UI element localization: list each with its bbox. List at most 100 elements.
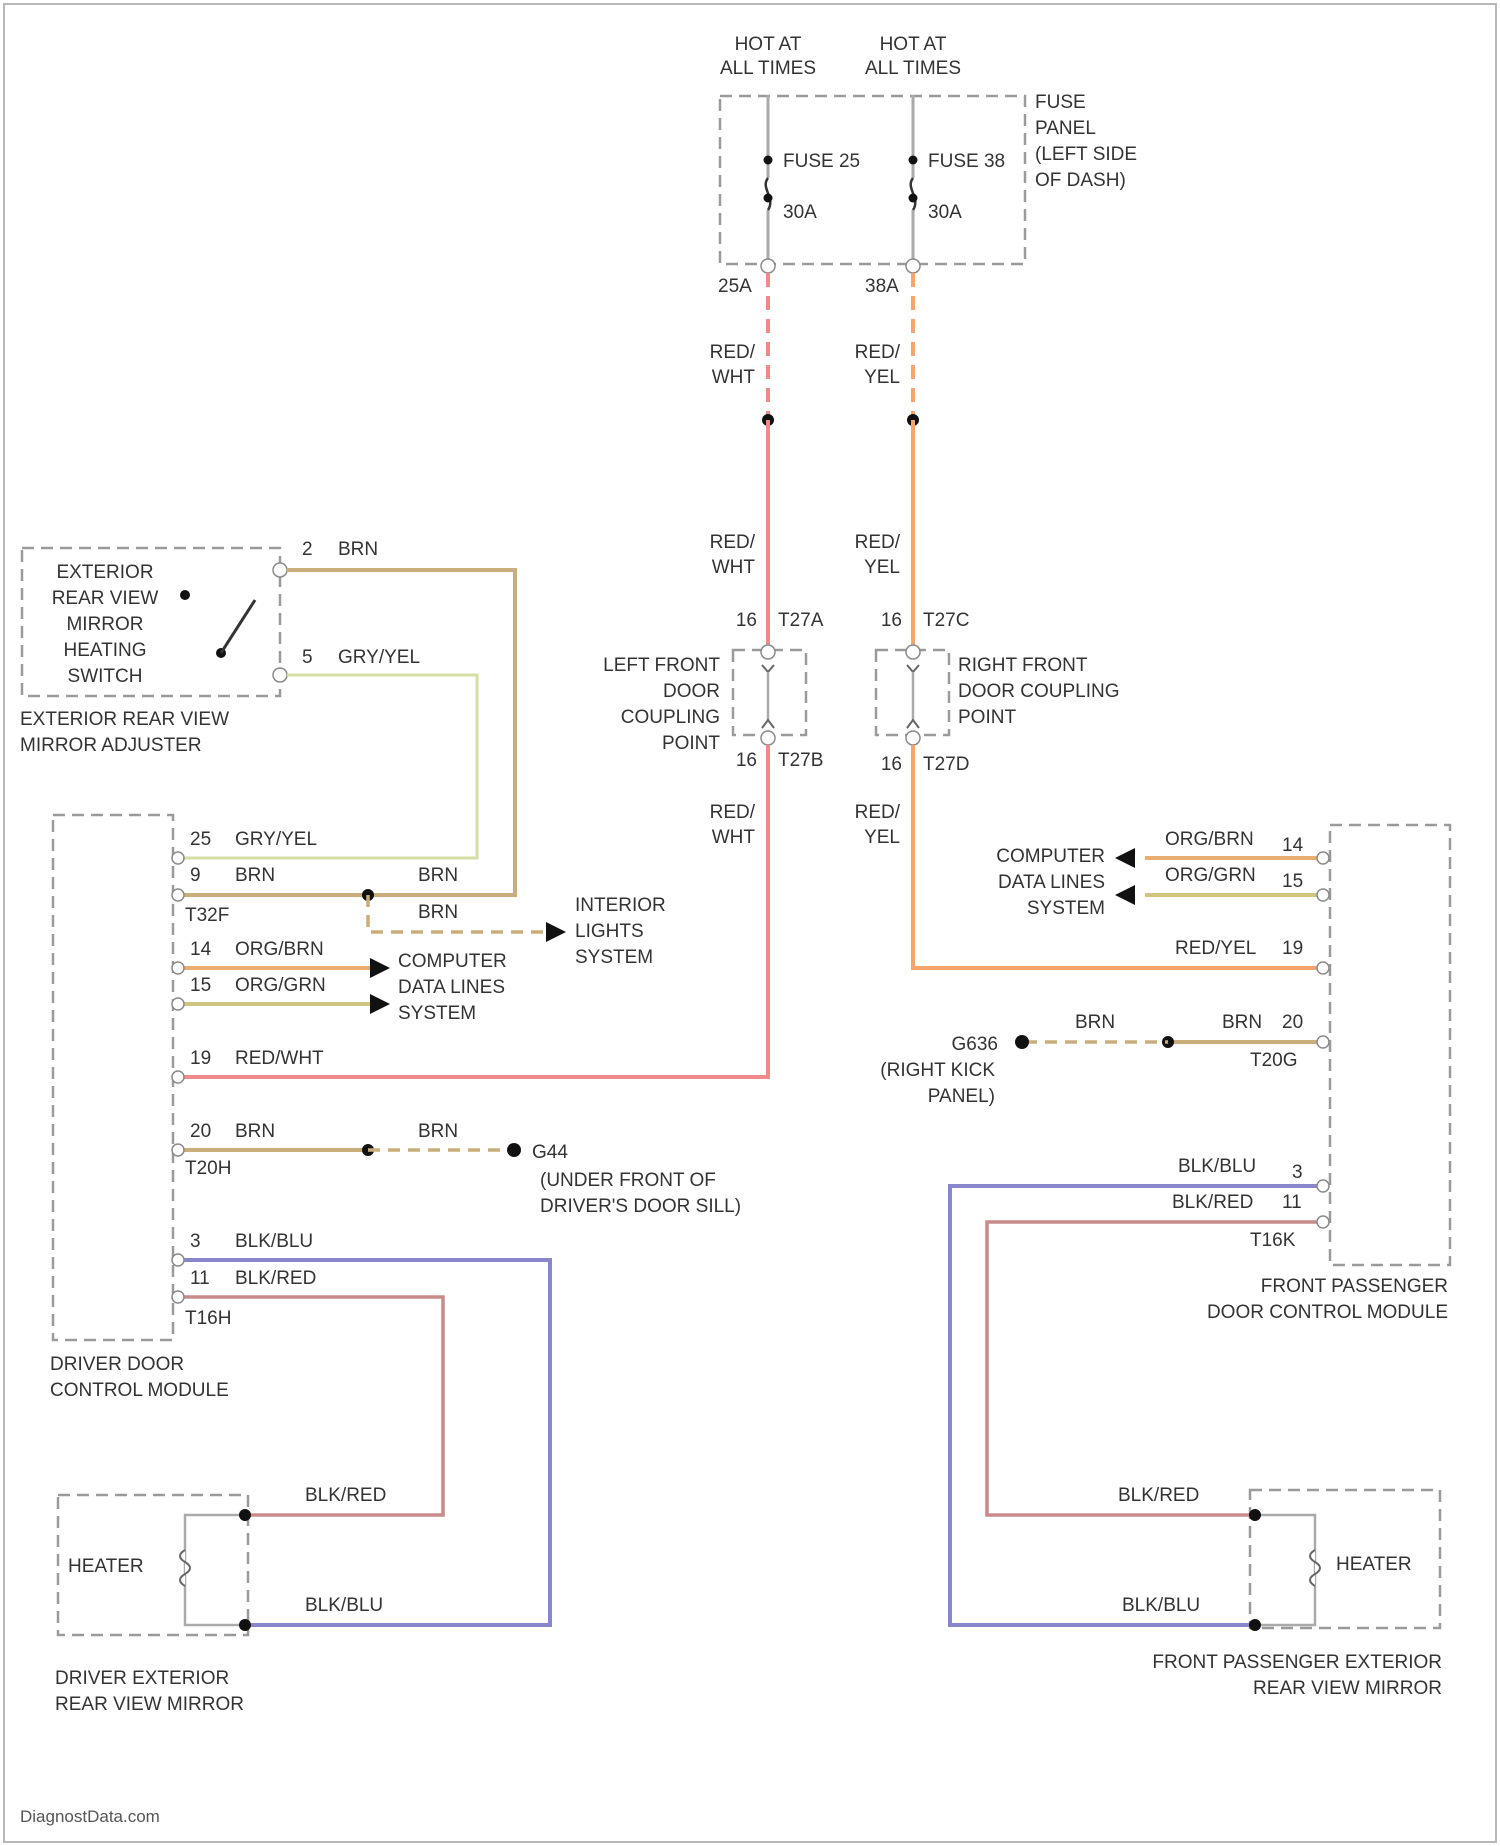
interior-lights-arrow	[546, 922, 566, 942]
driver-pin20-label: 20	[190, 1121, 211, 1142]
driver-org-brn-label: ORG/BRN	[235, 939, 324, 960]
pass-org-brn-label: ORG/BRN	[1165, 829, 1254, 850]
ground-g636-desc-2: PANEL)	[928, 1086, 995, 1107]
blk-blu-wire-driver	[180, 1260, 550, 1625]
driver-pin25-label: 25	[190, 829, 211, 850]
pass-pin3-label: 3	[1292, 1162, 1303, 1183]
pass-heater-coil	[1310, 1550, 1320, 1586]
driver-mirror-label-2: REAR VIEW MIRROR	[55, 1694, 244, 1715]
lf-coupling-chevron-bottom	[762, 720, 774, 728]
fuse-38	[906, 95, 920, 273]
interior-lights-label-1: INTERIOR	[575, 895, 666, 916]
fuse25-dot-bottom	[764, 194, 773, 203]
driver-pin3-label: 3	[190, 1231, 201, 1252]
driver-pin19	[172, 1071, 184, 1083]
driver-pin20	[172, 1144, 184, 1156]
switch-blade	[221, 600, 255, 653]
fuse25-dot-top	[764, 156, 773, 165]
pass-org-grn-label: ORG/GRN	[1165, 865, 1256, 886]
fuse-panel-label-1: FUSE	[1035, 92, 1086, 113]
driver-red-wht-label: RED/WHT	[235, 1048, 324, 1069]
driver-brn20-label: BRN	[235, 1121, 275, 1142]
switch-brn-label: BRN	[338, 539, 378, 560]
brn-wire-switch	[287, 570, 515, 895]
driver-module-label-2: CONTROL MODULE	[50, 1380, 229, 1401]
adjuster-label-2: MIRROR ADJUSTER	[20, 735, 202, 756]
fuse-panel-label-3: (LEFT SIDE	[1035, 144, 1137, 165]
lf-coupling-label-4: POINT	[662, 733, 720, 754]
ground-g636-desc-1: (RIGHT KICK	[880, 1060, 995, 1081]
fuse-panel-label-2: PANEL	[1035, 118, 1096, 139]
cdl-left-label-3: SYSTEM	[398, 1003, 476, 1024]
blk-red-wire-pass	[987, 1222, 1322, 1515]
driver-heater-coil	[180, 1550, 190, 1586]
terminal-38a: 38A	[865, 276, 899, 297]
driver-heater-terminal-bottom	[239, 1619, 251, 1631]
pass-pin14-label: 14	[1282, 835, 1304, 856]
switch-pin2	[273, 563, 287, 577]
driver-pin15-label: 15	[190, 975, 211, 996]
cdl-left-label-1: COMPUTER	[398, 951, 507, 972]
rf-conn-bottom: T27D	[923, 754, 969, 775]
driver-pin11-label: 11	[190, 1268, 210, 1289]
driver-heater-label: HEATER	[68, 1556, 144, 1577]
pass-t16k-label: T16K	[1250, 1230, 1296, 1251]
red-yel-label-1a: RED/	[855, 342, 901, 363]
pass-mirror-label-1: FRONT PASSENGER EXTERIOR	[1152, 1652, 1442, 1673]
driver-org-grn-label: ORG/GRN	[235, 975, 326, 996]
pass-pin14	[1317, 852, 1329, 864]
red-yel-label-3b: YEL	[864, 827, 900, 848]
lf-coupling-chevron-top	[762, 665, 774, 672]
fuse-25	[761, 95, 775, 273]
red-wht-label-3b: WHT	[712, 827, 756, 848]
pass-mirror-label-2: REAR VIEW MIRROR	[1253, 1678, 1442, 1699]
right-front-coupling-connector	[906, 645, 920, 745]
lf-pin-bottom: 16	[736, 750, 757, 771]
gry-yel-wire	[180, 675, 477, 858]
cdl-right-label-2: DATA LINES	[998, 872, 1105, 893]
driver-pin9-label: 9	[190, 865, 201, 886]
hot-at-all-times-label-2b: ALL TIMES	[865, 58, 961, 79]
switch-label-5: SWITCH	[68, 666, 143, 687]
switch-pin2-label: 2	[302, 539, 313, 560]
pass-t20g-label: T20G	[1250, 1050, 1298, 1071]
lf-coupling-label-2: DOOR	[663, 681, 720, 702]
pass-pin20	[1317, 1036, 1329, 1048]
driver-mirror-label-1: DRIVER EXTERIOR	[55, 1668, 229, 1689]
interior-lights-label-3: SYSTEM	[575, 947, 653, 968]
ground-g44-icon	[507, 1143, 521, 1157]
driver-heater-element	[180, 1509, 251, 1631]
driver-brn-dash-label: BRN	[418, 902, 458, 923]
pass-pin15	[1317, 889, 1329, 901]
driver-t20h-label: T20H	[185, 1158, 231, 1179]
pass-pin3	[1317, 1180, 1329, 1192]
fuse25-terminal	[761, 259, 775, 273]
mirror-heating-switch-symbol	[180, 590, 255, 658]
lf-conn-bottom: T27B	[778, 750, 823, 771]
rf-coupling-label-3: POINT	[958, 707, 1016, 728]
lf-conn-top: T27A	[778, 610, 824, 631]
switch-contact-top	[180, 590, 190, 600]
lf-coupling-pin-top	[761, 645, 775, 659]
pass-red-yel-label: RED/YEL	[1175, 938, 1256, 959]
pass-heater-blk-blu-label: BLK/BLU	[1122, 1595, 1200, 1616]
driver-brn-label: BRN	[235, 865, 275, 886]
red-yel-label-2b: YEL	[864, 557, 900, 578]
driver-pin19-label: 19	[190, 1048, 211, 1069]
fuse38-dot-bottom	[909, 194, 918, 203]
interior-lights-label-2: LIGHTS	[575, 921, 644, 942]
pass-heater-terminal-top	[1249, 1509, 1261, 1521]
rf-coupling-chevron-top	[907, 665, 919, 672]
rf-pin-bottom: 16	[881, 754, 902, 775]
driver-brn-ground-label: BRN	[418, 1121, 458, 1142]
driver-pin25	[172, 852, 184, 864]
fuse38-terminal	[906, 259, 920, 273]
rf-coupling-label-2: DOOR COUPLING	[958, 681, 1120, 702]
red-wht-label-1a: RED/	[710, 342, 756, 363]
pass-blk-red-label: BLK/RED	[1172, 1192, 1253, 1213]
pass-pin19	[1317, 962, 1329, 974]
lf-coupling-label-1: LEFT FRONT	[603, 655, 720, 676]
driver-gry-yel-label: GRY/YEL	[235, 829, 317, 850]
driver-heater-loop	[185, 1515, 245, 1625]
terminal-25a: 25A	[718, 276, 752, 297]
